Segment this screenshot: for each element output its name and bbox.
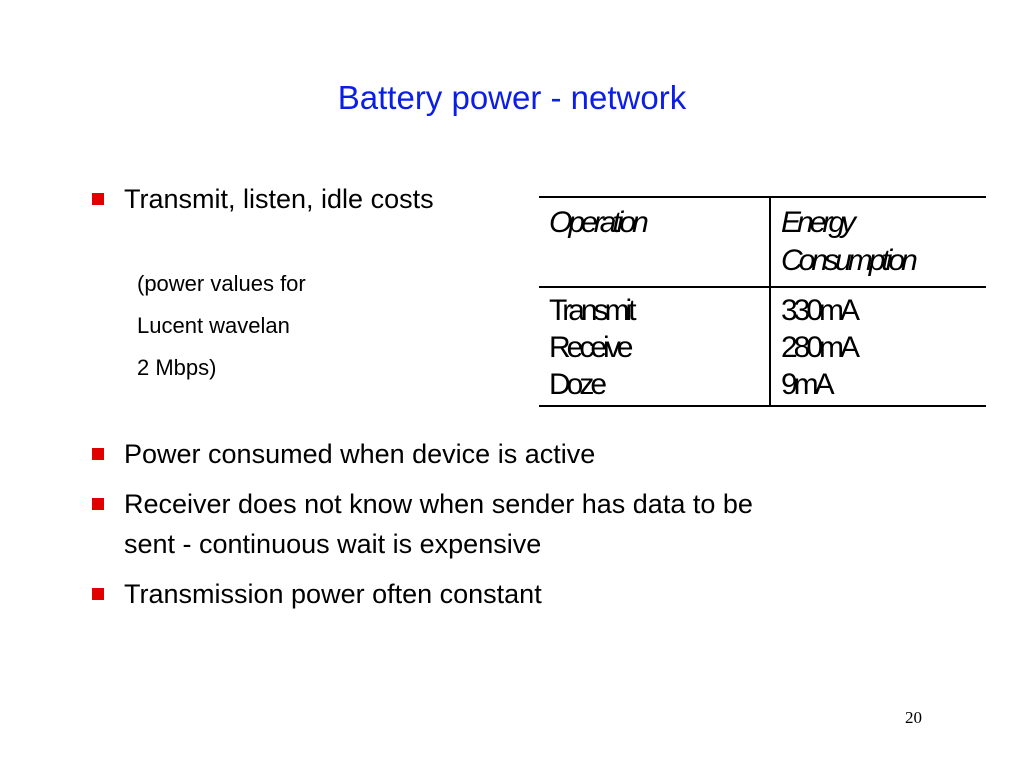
header-energy-consumption: Energy Consumption xyxy=(770,196,986,288)
bullet-power-active: Power consumed when device is active xyxy=(92,434,595,474)
bullet-transmit-costs: Transmit, listen, idle costs xyxy=(92,179,434,219)
bullet-text: Transmission power often constant xyxy=(124,579,542,609)
bullet-text: Power consumed when device is active xyxy=(124,439,596,469)
table-header-row: Operation Energy Consumption xyxy=(539,196,986,288)
operation-cell: Transmit Receive Doze xyxy=(539,287,771,406)
energy-consumption-table: Operation Energy Consumption Transmit Re… xyxy=(539,196,986,407)
red-square-bullet-icon xyxy=(92,498,104,510)
page-number: 20 xyxy=(905,708,922,727)
header-operation: Operation xyxy=(539,196,771,288)
slide-title: Battery power - network xyxy=(337,79,687,116)
note-line-2: Lucent wavelan xyxy=(137,313,290,338)
red-square-bullet-icon xyxy=(92,588,104,600)
bullet-transmission-power: Transmission power often constant xyxy=(92,574,542,614)
note-line-1: (power values for xyxy=(137,271,306,296)
red-square-bullet-icon xyxy=(92,193,104,205)
energy-cell: 330mA 280mA 9mA xyxy=(781,294,860,401)
note-line-3: 2 Mbps) xyxy=(137,355,217,380)
bullet-receiver-wait: Receiver does not know when sender has d… xyxy=(92,484,753,564)
bullet-text: Receiver does not know when sender has d… xyxy=(124,489,753,559)
table-row: Transmit Receive Doze 330mA 280mA 9mA xyxy=(539,287,986,406)
bullet-text: Transmit, listen, idle costs xyxy=(124,184,434,214)
red-square-bullet-icon xyxy=(92,448,104,460)
